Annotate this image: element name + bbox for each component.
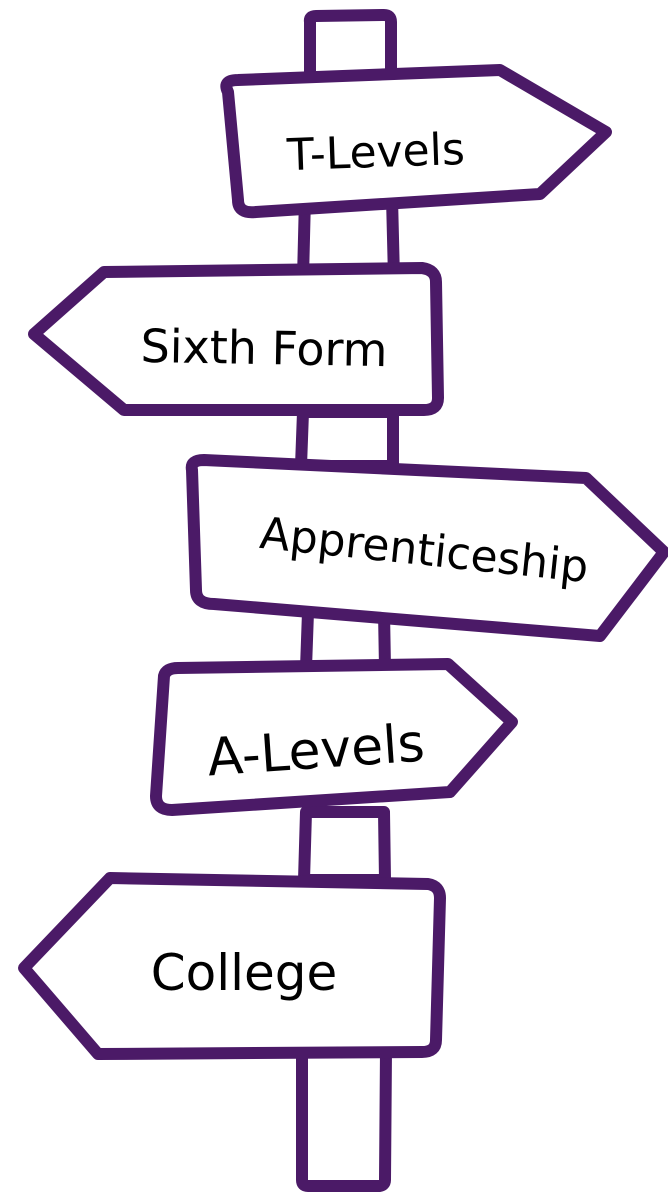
sign-college-label: College [151, 944, 338, 1002]
sign-apprenticeship-board [185, 454, 668, 642]
sign-sixth-form: Sixth Form [28, 262, 444, 416]
sign-sixth-form-board [28, 262, 444, 416]
pole-segment-2 [295, 406, 399, 472]
sign-t-levels-board [220, 64, 612, 219]
pole-bottom-segment [296, 1044, 392, 1192]
pole-segment-4 [298, 806, 391, 886]
sign-t-levels: T-Levels [220, 64, 612, 219]
sign-college: College [18, 872, 446, 1060]
sign-a-levels-board [150, 658, 518, 816]
sign-sixth-form-label: Sixth Form [140, 319, 388, 377]
sign-apprenticeship: Apprenticeship [185, 454, 668, 642]
sign-college-board [18, 872, 446, 1060]
sign-t-levels-label: T-Levels [285, 124, 465, 181]
sign-a-levels: A-Levels [150, 658, 518, 816]
